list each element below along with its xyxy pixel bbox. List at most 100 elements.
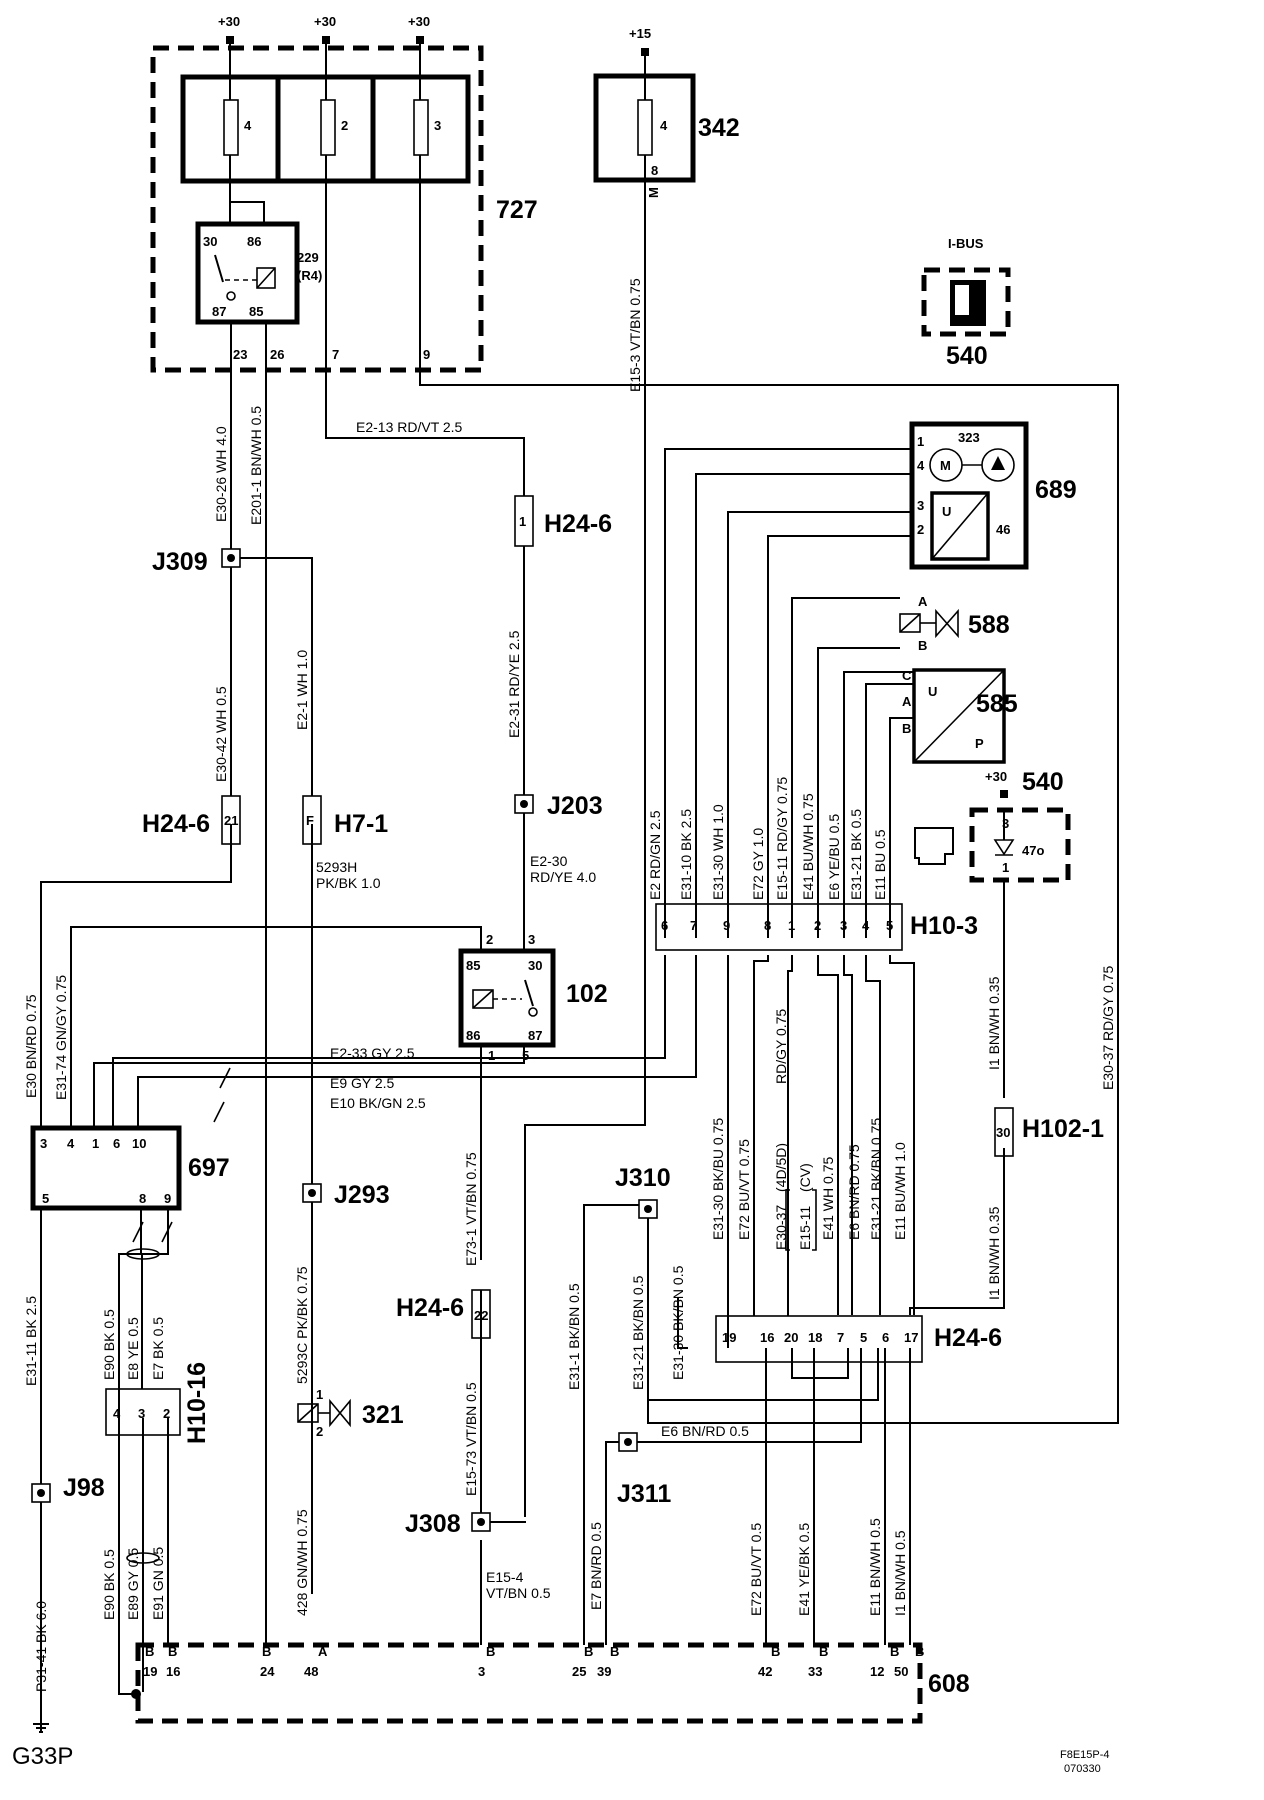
svg-text:22: 22 [474, 1308, 488, 1323]
svg-text:E2-13 RD/VT 2.5: E2-13 RD/VT 2.5 [356, 419, 463, 435]
svg-text:16: 16 [760, 1330, 774, 1345]
svg-text:+15: +15 [629, 26, 651, 41]
svg-text:E201-1 BN/WH 0.5: E201-1 BN/WH 0.5 [248, 406, 264, 525]
svg-text:E30-26 WH 4.0: E30-26 WH 4.0 [213, 426, 229, 522]
svg-text:VT/BN 0.5: VT/BN 0.5 [486, 1585, 551, 1601]
svg-text:4: 4 [862, 918, 870, 933]
svg-text:E15-11 RD/GY 0.75: E15-11 RD/GY 0.75 [774, 777, 790, 900]
svg-text:39: 39 [597, 1664, 611, 1679]
svg-text:J293: J293 [334, 1181, 390, 1209]
component-689: 1 4 3 2 M 323 U 46 689 [909, 421, 1077, 570]
svg-text:C: C [902, 668, 912, 683]
svg-text:E41 YE/BK 0.5: E41 YE/BK 0.5 [796, 1523, 812, 1616]
svg-text:12: 12 [870, 1664, 884, 1679]
fuse-4 [223, 99, 239, 156]
ground-label: G33P [12, 1743, 73, 1770]
svg-text:3: 3 [917, 498, 924, 513]
svg-text:E72 BU/VT 0.5: E72 BU/VT 0.5 [748, 1523, 764, 1616]
svg-text:540: 540 [1022, 768, 1064, 796]
svg-text:3: 3 [40, 1136, 47, 1151]
svg-text:20: 20 [784, 1330, 798, 1345]
svg-text:A: A [902, 694, 912, 709]
svg-text:B: B [168, 1644, 177, 1659]
svg-text:E31-30 WH 1.0: E31-30 WH 1.0 [710, 804, 726, 900]
svg-text:24: 24 [260, 1664, 275, 1679]
svg-text:6: 6 [113, 1136, 120, 1151]
svg-text:E15-11: E15-11 [797, 1206, 813, 1250]
wire-labels: E30-26 WH 4.0 E201-1 BN/WH 0.5 E2-13 RD/… [23, 278, 1116, 1692]
ref-date: 070330 [1064, 1763, 1101, 1775]
fuse-342: 4 342 8 M [593, 73, 740, 198]
svg-text:E41 WH 0.75: E41 WH 0.75 [820, 1157, 836, 1240]
svg-text:E2-30: E2-30 [530, 853, 568, 869]
svg-text:H24-6: H24-6 [142, 810, 210, 838]
svg-text:E2-1 WH 1.0: E2-1 WH 1.0 [294, 650, 310, 730]
svg-text:697: 697 [188, 1154, 230, 1182]
svg-text:E90 BK 0.5: E90 BK 0.5 [101, 1309, 117, 1380]
svg-text:E2-33 GY 2.5: E2-33 GY 2.5 [330, 1045, 415, 1061]
svg-text:42: 42 [758, 1664, 772, 1679]
svg-text:23: 23 [233, 347, 247, 362]
svg-text:B: B [262, 1644, 271, 1659]
svg-text:M: M [940, 458, 951, 473]
svg-text:E10 BK/GN 2.5: E10 BK/GN 2.5 [330, 1095, 426, 1111]
svg-text:48: 48 [304, 1664, 318, 1679]
fuse-2 [320, 99, 336, 156]
svg-text:B: B [819, 1644, 828, 1659]
svg-text:E11 BU 0.5: E11 BU 0.5 [872, 829, 888, 900]
svg-text:H102-1: H102-1 [1022, 1115, 1104, 1143]
svg-text:E41 BU/WH 0.75: E41 BU/WH 0.75 [800, 793, 816, 900]
svg-text:E31-11 BK 2.5: E31-11 BK 2.5 [23, 1296, 39, 1386]
svg-text:2: 2 [814, 918, 821, 933]
svg-text:2: 2 [917, 522, 924, 537]
valve-588: A B 588 [899, 594, 1010, 653]
svg-text:3: 3 [138, 1406, 145, 1421]
svg-text:6: 6 [661, 918, 668, 933]
svg-text:30: 30 [528, 958, 542, 973]
svg-text:46: 46 [996, 522, 1010, 537]
svg-text:J203: J203 [547, 792, 603, 820]
svg-text:E31-21 BK/BN 0.75: E31-21 BK/BN 0.75 [868, 1118, 884, 1240]
svg-text:5: 5 [42, 1191, 49, 1206]
svg-text:21: 21 [224, 813, 238, 828]
svg-text:+30: +30 [218, 14, 240, 29]
svg-text:85: 85 [466, 958, 480, 973]
svg-text:18: 18 [808, 1330, 822, 1345]
svg-text:7: 7 [837, 1330, 844, 1345]
svg-text:J308: J308 [405, 1510, 461, 1538]
svg-text:47o: 47o [1022, 843, 1044, 858]
svg-text:E31-30 BK/BN 0.5: E31-30 BK/BN 0.5 [670, 1265, 686, 1380]
svg-text:E8 YE 0.5: E8 YE 0.5 [125, 1317, 141, 1380]
svg-text:689: 689 [1035, 476, 1077, 504]
svg-text:17: 17 [904, 1330, 918, 1345]
svg-text:2: 2 [486, 932, 493, 947]
svg-text:I1 BN/WH 0.5: I1 BN/WH 0.5 [892, 1530, 908, 1616]
svg-text:B: B [145, 1644, 154, 1659]
svg-text:87: 87 [528, 1028, 542, 1043]
svg-text:4: 4 [113, 1406, 121, 1421]
svg-text:26: 26 [270, 347, 284, 362]
svg-text:4: 4 [917, 458, 925, 473]
svg-text:585: 585 [976, 690, 1018, 718]
svg-text:1: 1 [788, 918, 795, 933]
svg-text:E90 BK 0.5: E90 BK 0.5 [101, 1549, 117, 1620]
svg-text:102: 102 [566, 980, 608, 1008]
svg-text:E11 BU/WH 1.0: E11 BU/WH 1.0 [892, 1142, 908, 1240]
svg-text:E2 RD/GN 2.5: E2 RD/GN 2.5 [647, 810, 663, 900]
svg-text:E89 GY 0.5: E89 GY 0.5 [125, 1548, 141, 1620]
svg-text:2: 2 [163, 1406, 170, 1421]
svg-text:3: 3 [528, 932, 535, 947]
svg-text:6: 6 [882, 1330, 889, 1345]
svg-text:588: 588 [968, 611, 1010, 639]
label-727: 727 [496, 196, 538, 224]
svg-text:E31-21 BK/BN 0.5: E31-21 BK/BN 0.5 [630, 1275, 646, 1390]
svg-text:19: 19 [722, 1330, 736, 1345]
valve-321: 1 2 321 [297, 1387, 404, 1439]
svg-text:2: 2 [341, 118, 348, 133]
svg-text:E15-73 VT/BN 0.5: E15-73 VT/BN 0.5 [463, 1382, 479, 1496]
svg-text:E30-42 WH 0.5: E30-42 WH 0.5 [213, 686, 229, 782]
svg-text:H24-6: H24-6 [544, 510, 612, 538]
svg-text:8: 8 [764, 918, 771, 933]
